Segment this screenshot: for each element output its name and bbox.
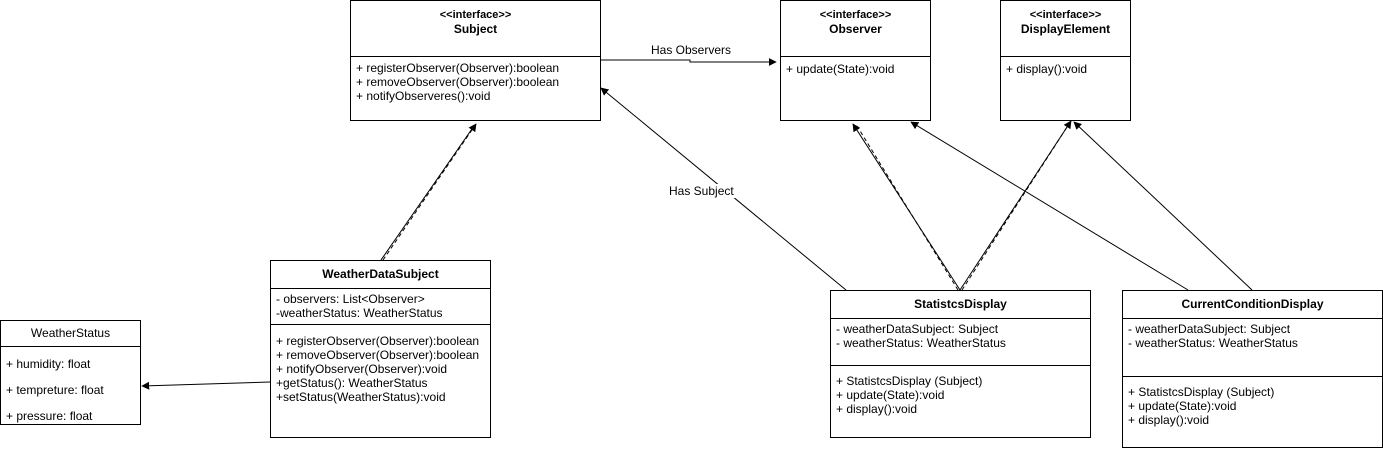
- has-observers-label: Has Observers: [650, 43, 733, 57]
- current-condition-display-attributes: - weatherDataSubject: Subject - weatherS…: [1123, 319, 1382, 377]
- weather-status-header: WeatherStatus: [1, 321, 140, 347]
- statistics-observer-line: [852, 123, 961, 291]
- weatherdata-subject-realization-line: [380, 125, 475, 261]
- statistics-display-methods: + StatistcsDisplay (Subject) + update(St…: [831, 366, 1090, 419]
- weather-data-subject-method: + registerObserver(Observer):boolean: [276, 334, 480, 348]
- observer-stereotype: <<interface>>: [819, 9, 892, 21]
- subject-header: <<interface>> Subject: [351, 1, 600, 57]
- weather-data-subject-class[interactable]: WeatherDataSubject - observers: List<Obs…: [270, 260, 491, 438]
- weather-data-subject-attributes: - observers: List<Observer> -weatherStat…: [271, 289, 490, 325]
- weather-data-subject-header: WeatherDataSubject: [271, 261, 490, 289]
- current-display-line: [1073, 121, 1253, 291]
- subject-methods: + registerObserver(Observer):boolean + r…: [351, 57, 600, 106]
- statistics-display-attribute: - weatherStatus: WeatherStatus: [836, 336, 1006, 350]
- subject-method: + registerObserver(Observer):boolean: [356, 61, 560, 75]
- weather-data-subject-methods: + registerObserver(Observer):boolean + r…: [271, 325, 490, 407]
- current-condition-display-attribute: - weatherDataSubject: Subject: [1128, 322, 1291, 336]
- current-condition-display-attribute: - weatherStatus: WeatherStatus: [1128, 336, 1298, 350]
- statistics-display-class[interactable]: StatistcsDisplay - weatherDataSubject: S…: [830, 290, 1091, 438]
- subject-name: Subject: [453, 22, 498, 36]
- current-condition-display-method: + update(State):void: [1128, 399, 1237, 413]
- subject-method: + notifyObserveres():void: [356, 89, 491, 103]
- weather-status-class[interactable]: WeatherStatus + humidity: float + tempre…: [0, 320, 141, 425]
- statistics-display-method: + update(State):void: [836, 388, 945, 402]
- weather-data-subject-method: + removeObserver(Observer):boolean: [276, 348, 480, 362]
- weather-status-attribute: + tempreture: float: [6, 383, 104, 397]
- current-condition-display-header: CurrentConditionDisplay: [1123, 291, 1382, 319]
- current-condition-display-class[interactable]: CurrentConditionDisplay - weatherDataSub…: [1122, 290, 1383, 448]
- weather-data-subject-method: + notifyObserver(Observer):void: [276, 362, 448, 376]
- current-condition-display-methods: + StatistcsDisplay (Subject) + update(St…: [1123, 377, 1382, 430]
- weather-status-name: WeatherStatus: [30, 326, 111, 340]
- display-element-methods: + display():void: [1001, 57, 1130, 79]
- weather-data-subject-attribute: -weatherStatus: WeatherStatus: [276, 306, 443, 320]
- observer-method: + update(State):void: [786, 62, 895, 76]
- observer-name: Observer: [829, 22, 882, 36]
- subject-stereotype: <<interface>>: [439, 9, 512, 21]
- current-condition-display-method: + StatistcsDisplay (Subject): [1128, 385, 1275, 399]
- current-condition-display-method: + display():void: [1128, 413, 1210, 427]
- current-condition-display-name: CurrentConditionDisplay: [1181, 297, 1324, 311]
- weather-status-attribute: + pressure: float: [6, 409, 93, 423]
- statistics-display-method: + StatistcsDisplay (Subject): [836, 374, 983, 388]
- statistics-display-attributes: - weatherDataSubject: Subject - weatherS…: [831, 319, 1090, 366]
- statistics-display-method: + display():void: [836, 402, 918, 416]
- observer-header: <<interface>> Observer: [781, 1, 930, 57]
- statistics-display-line: [959, 120, 1072, 291]
- display-element-method: + display():void: [1006, 62, 1088, 76]
- has-observers-arrow: [601, 58, 777, 66]
- observer-methods: + update(State):void: [781, 57, 930, 79]
- statistics-display-dashed: [961, 123, 1070, 291]
- weatherdata-subject-realization-dashed: [382, 123, 477, 261]
- weather-status-attributes: + humidity: float + tempreture: float + …: [1, 347, 140, 432]
- display-element-stereotype: <<interface>>: [1029, 9, 1102, 21]
- current-observer-line: [910, 121, 1189, 291]
- statistics-display-name: StatistcsDisplay: [914, 297, 1007, 311]
- weather-data-subject-name: WeatherDataSubject: [322, 267, 439, 281]
- statistics-display-attribute: - weatherDataSubject: Subject: [836, 322, 999, 336]
- weather-data-subject-attribute: - observers: List<Observer>: [276, 292, 425, 306]
- weather-data-subject-method: +setStatus(WeatherStatus):void: [276, 390, 446, 404]
- display-element-name: DisplayElement: [1020, 22, 1111, 36]
- weatherdata-status-arrow: [141, 381, 271, 390]
- subject-interface[interactable]: <<interface>> Subject + registerObserver…: [350, 0, 601, 121]
- display-element-interface[interactable]: <<interface>> DisplayElement + display()…: [1000, 0, 1131, 121]
- subject-method: + removeObserver(Observer):boolean: [356, 75, 560, 89]
- observer-interface[interactable]: <<interface>> Observer + update(State):v…: [780, 0, 931, 121]
- weather-status-attribute: + humidity: float: [6, 357, 91, 371]
- weather-data-subject-method: +getStatus(): WeatherStatus: [276, 376, 428, 390]
- display-element-header: <<interface>> DisplayElement: [1001, 1, 1130, 57]
- statistics-display-header: StatistcsDisplay: [831, 291, 1090, 319]
- has-subject-label: Has Subject: [668, 184, 735, 198]
